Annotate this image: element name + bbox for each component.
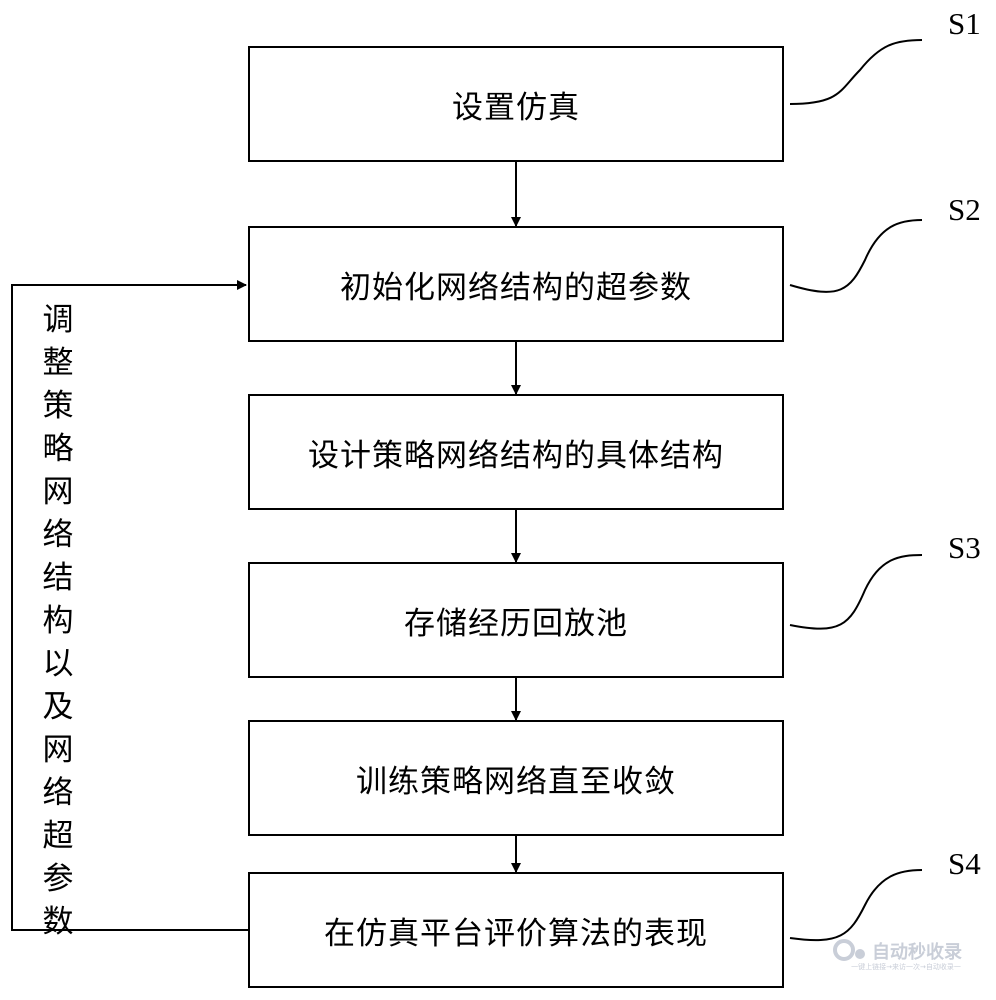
step-label-s1: S1: [948, 6, 981, 41]
step-box-train-policy: 训练策略网络直至收敛: [248, 720, 784, 836]
feedback-char: 结: [42, 560, 74, 596]
feedback-char: 超: [42, 818, 74, 854]
step-box-setup-simulation: 设置仿真: [248, 46, 784, 162]
leader-curve-s1: [789, 39, 923, 105]
feedback-char: 网: [42, 474, 74, 510]
step-box-design-policy-network: 设计策略网络结构的具体结构: [248, 394, 784, 510]
step-text: 存储经历回放池: [404, 605, 628, 642]
leader-curve-s3: [789, 554, 923, 630]
watermark-logo-icon: [833, 939, 865, 961]
feedback-char: 数: [42, 904, 74, 940]
feedback-char: 网: [42, 732, 74, 768]
feedback-char: 整: [42, 345, 74, 381]
feedback-char: 构: [42, 603, 74, 639]
step-box-init-hyperparams: 初始化网络结构的超参数: [248, 226, 784, 342]
watermark-subtitle: 一键上链接→来访一次→自动收录一: [851, 963, 961, 971]
feedback-char: 调: [42, 302, 74, 338]
leader-curve-s2: [789, 219, 923, 293]
feedback-char: 络: [42, 517, 74, 553]
feedback-char: 以: [42, 646, 74, 682]
step-label-s4: S4: [948, 846, 981, 881]
feedback-char: 略: [42, 431, 74, 467]
feedback-char: 络: [42, 775, 74, 811]
step-text: 在仿真平台评价算法的表现: [324, 915, 708, 952]
step-text: 设计策略网络结构的具体结构: [308, 437, 724, 474]
feedback-char: 策: [42, 388, 74, 424]
feedback-loop-arrow: [11, 280, 248, 931]
watermark: 自动秒收录 一键上链接→来访一次→自动收录一: [828, 938, 988, 978]
step-text: 训练策略网络直至收敛: [356, 763, 676, 800]
leader-curve-s4: [789, 869, 923, 942]
step-label-s3: S3: [948, 530, 981, 565]
step-text: 初始化网络结构的超参数: [340, 269, 692, 306]
step-text: 设置仿真: [452, 89, 580, 126]
feedback-char: 参: [42, 861, 74, 897]
feedback-char: 及: [42, 689, 74, 725]
step-box-evaluate-algorithm: 在仿真平台评价算法的表现: [248, 872, 784, 988]
step-label-s2: S2: [948, 192, 981, 227]
watermark-title: 自动秒收录: [872, 942, 962, 963]
step-box-replay-buffer: 存储经历回放池: [248, 562, 784, 678]
